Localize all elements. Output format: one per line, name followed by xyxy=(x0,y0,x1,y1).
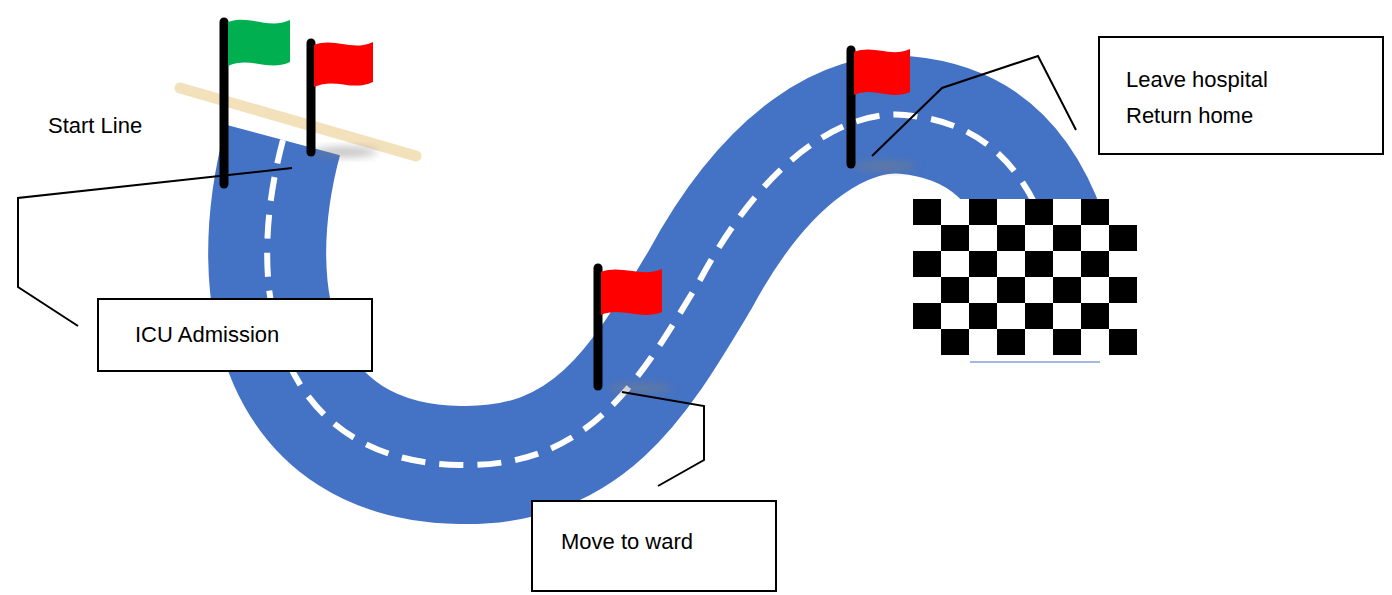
flag-pole xyxy=(220,22,229,184)
checkered-flag xyxy=(913,199,1137,355)
red-flag xyxy=(601,269,662,315)
callout-text: Leave hospital Return home xyxy=(1126,62,1316,135)
red-flag xyxy=(314,42,373,87)
underline xyxy=(970,362,1100,363)
leader-line xyxy=(872,56,1076,156)
callout-box: Move to ward xyxy=(531,500,777,592)
start-line xyxy=(180,88,416,156)
callout-box: ICU Admission xyxy=(97,298,373,372)
leader-line xyxy=(622,392,704,486)
callout-text: ICU Admission xyxy=(135,317,361,353)
callout-box: Leave hospital Return home xyxy=(1098,36,1384,155)
red-flag xyxy=(854,49,910,95)
start-line-label: Start Line xyxy=(48,113,142,139)
green-flag xyxy=(228,20,290,66)
callout-text: Move to ward xyxy=(561,524,765,560)
